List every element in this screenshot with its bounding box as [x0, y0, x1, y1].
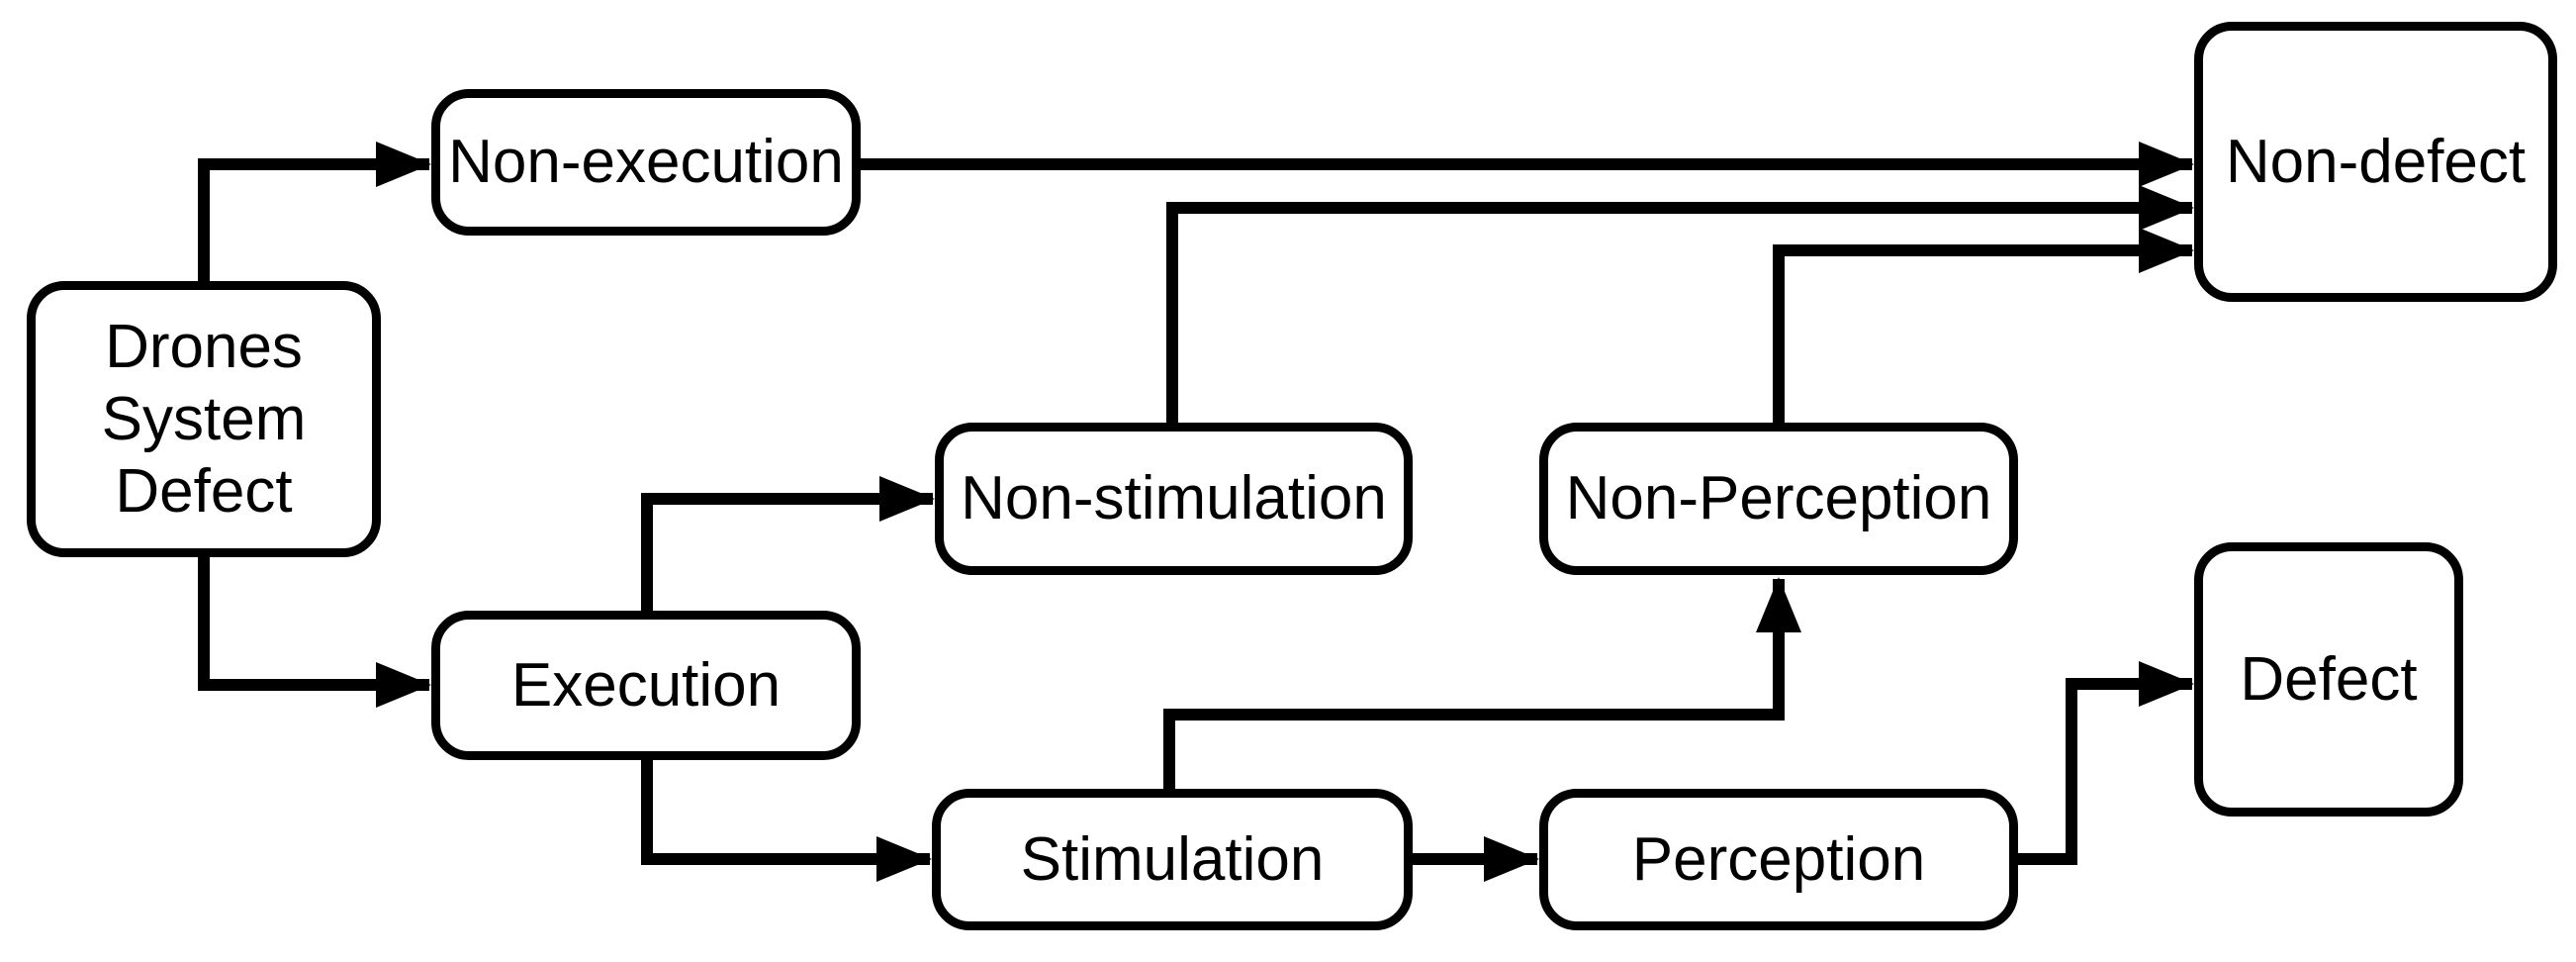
- node-non-stimulation: Non-stimulation: [935, 423, 1413, 575]
- connector-non-perception-to-non-defect: [1773, 228, 2194, 425]
- node-non-perception: Non-Perception: [1539, 423, 2018, 575]
- connector-drones-to-non-execution: [198, 142, 431, 285]
- connector-non-stimulation-to-non-defect: [1166, 185, 2194, 425]
- node-perception: Perception: [1539, 789, 2018, 930]
- node-stimulation: Stimulation: [932, 789, 1413, 930]
- connector-execution-to-non-stimulation: [641, 476, 935, 614]
- connector-drones-to-execution: [198, 553, 431, 708]
- node-execution: Execution: [431, 611, 861, 760]
- node-non-defect: Non-defect: [2194, 22, 2557, 302]
- connector-stimulation-to-non-perception: [1163, 577, 1801, 792]
- connector-execution-to-stimulation: [641, 757, 932, 882]
- node-defect: Defect: [2194, 542, 2463, 817]
- connector-perception-to-defect: [2018, 661, 2194, 865]
- node-non-execution: Non-execution: [431, 89, 861, 236]
- node-drones-system-defect: Drones System Defect: [27, 281, 381, 557]
